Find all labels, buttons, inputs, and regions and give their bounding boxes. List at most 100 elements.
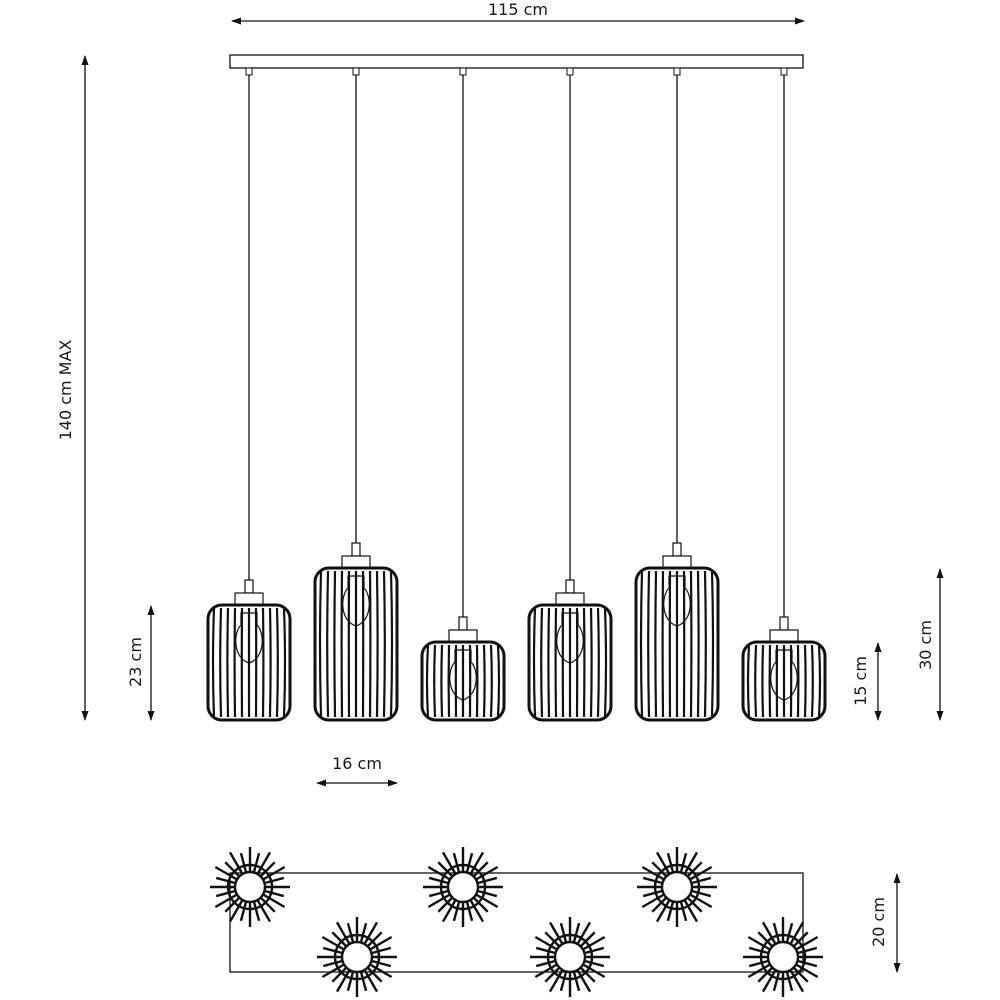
shade-rib-top: [346, 922, 355, 944]
light-bulb: [235, 612, 263, 664]
shade-ring: [226, 863, 274, 911]
shade-rib-top: [642, 876, 664, 885]
shade-rib: [482, 644, 486, 718]
cable-clamp: [566, 67, 574, 76]
cable-connector: [672, 542, 682, 557]
shade-rib-top: [366, 966, 383, 983]
shade-rib-top: [259, 896, 276, 913]
shade-rib: [761, 644, 765, 718]
top-view-shade: [317, 917, 397, 997]
shade-rib-top: [792, 931, 809, 948]
shade-rib-top: [366, 931, 383, 948]
shade-rib-top: [583, 946, 605, 955]
shade-rib: [211, 607, 216, 718]
shade-rib: [603, 607, 608, 718]
cable-clamp: [673, 67, 681, 76]
shade-rib-top: [572, 970, 581, 992]
shade-rib-top: [535, 959, 557, 968]
shade-rib-top: [228, 851, 245, 876]
shade-rib: [282, 607, 287, 718]
shade-rib-top: [548, 968, 565, 993]
shade-rib-top: [468, 898, 485, 923]
shade-rib-top: [757, 931, 774, 948]
cable-connector: [351, 542, 361, 557]
shade-rib-top: [362, 921, 379, 946]
shade-rib-top: [427, 865, 452, 882]
shade-rib-top: [651, 896, 668, 913]
shade-rib: [326, 570, 330, 718]
lamp-socket: [448, 629, 478, 643]
shade-rib-top: [214, 865, 239, 882]
shade-rib-top: [259, 861, 276, 878]
depth-label: 20 cm: [869, 897, 888, 947]
shade-rib-top: [239, 852, 248, 874]
shade-rib-top: [534, 962, 559, 979]
shade-outline: [313, 566, 399, 722]
shade-rib: [803, 644, 807, 718]
width-label: 115 cm: [488, 0, 548, 19]
tall-height-label: 30 cm: [916, 620, 935, 670]
shade-rib-top: [794, 935, 819, 952]
shade-rib-top: [437, 861, 454, 878]
shade-rib-top: [468, 851, 485, 876]
shade-rib-top: [452, 852, 461, 874]
shade-rib-top: [655, 898, 672, 923]
shade-rib: [318, 570, 323, 718]
shade-rib: [433, 644, 437, 718]
cable-clamp: [780, 67, 788, 76]
shade-rib-top: [474, 865, 499, 882]
shade-rib-top: [785, 970, 794, 992]
lamp-socket: [341, 555, 371, 569]
lamp-socket: [662, 555, 692, 569]
shade-rib: [275, 607, 279, 718]
shade-rib: [746, 644, 751, 718]
shade-rib-top: [368, 962, 393, 979]
short-height-label: 15 cm: [851, 656, 870, 706]
shade-rib: [639, 570, 644, 718]
shade-rib-top: [757, 966, 774, 983]
shade-rib-top: [261, 865, 286, 882]
shade-rib-top: [252, 852, 261, 874]
shade-rib: [810, 644, 814, 718]
shade-rib-top: [215, 889, 237, 898]
shade-rib-top: [572, 922, 581, 944]
shade-rib-top: [559, 970, 568, 992]
pendant-tall: [313, 67, 399, 722]
shade-opening: [233, 870, 267, 904]
shade-rib: [589, 607, 593, 718]
shade-rib-top: [535, 946, 557, 955]
shade-rib-top: [679, 852, 688, 874]
top-view-canopy-outline: [229, 872, 804, 973]
shade-rib-top: [441, 898, 458, 923]
height-dimension: 140 cm MAX: [56, 55, 89, 721]
shade-rib-top: [359, 922, 368, 944]
shade-rib-top: [575, 921, 592, 946]
shade-rib-top: [772, 922, 781, 944]
top-view-shade: [210, 847, 290, 927]
shade-rib-top: [651, 861, 668, 878]
shade-rib-top: [427, 892, 452, 909]
top-view-shade: [743, 917, 823, 997]
shade-rib-top: [682, 851, 699, 876]
shade-rib-top: [581, 935, 606, 952]
shade-rib-top: [321, 962, 346, 979]
shade-rib-top: [346, 970, 355, 992]
shade-rib: [489, 644, 493, 718]
shade-rib: [268, 607, 272, 718]
shade-rib: [596, 607, 600, 718]
shade-rib: [389, 570, 394, 718]
shade-outline: [206, 603, 292, 722]
diameter-label: 16 cm: [332, 754, 382, 773]
shade-opening: [340, 940, 374, 974]
light-bulb: [663, 575, 691, 627]
shade-rib-top: [476, 876, 498, 885]
shade-rib-top: [263, 889, 285, 898]
shade-rib-top: [472, 896, 489, 913]
light-bulb: [342, 575, 370, 627]
shade-rib-top: [772, 970, 781, 992]
shade-rib-top: [688, 865, 713, 882]
shade-rib-top: [465, 852, 474, 874]
shade-rib: [540, 607, 544, 718]
shade-opening: [660, 870, 694, 904]
